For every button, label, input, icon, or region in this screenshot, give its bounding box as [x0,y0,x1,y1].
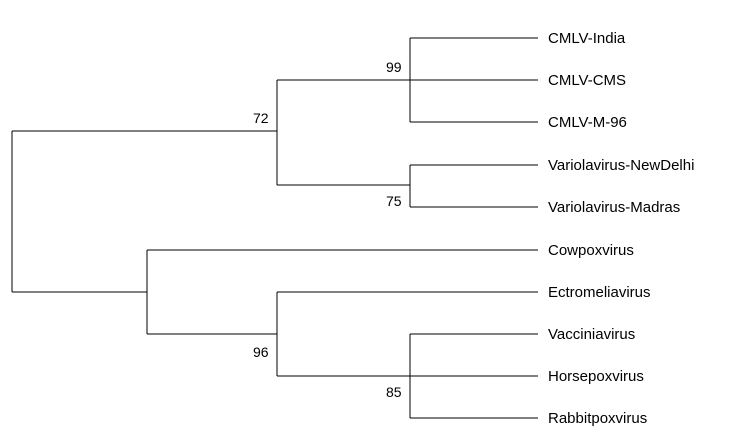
taxon-label-rabbitpox: Rabbitpoxvirus [548,410,647,427]
taxon-label-ectromelia: Ectromeliavirus [548,284,651,301]
support-value-vaccinia-clade: 85 [386,384,402,400]
support-value-camelpox-variola-clade: 72 [253,110,269,126]
taxon-label-variola-newdelhi: Variolavirus-NewDelhi [548,157,694,174]
taxon-label-variola-madras: Variolavirus-Madras [548,199,680,216]
support-value-cmlv-clade: 99 [386,59,402,75]
taxon-labels: CMLV-India CMLV-CMS CMLV-M-96 Variolavir… [548,30,694,427]
tree-branches [11,37,538,419]
taxon-label-cmlv-india: CMLV-India [548,30,626,47]
support-value-ectromelia-vaccinia-clade: 96 [253,344,269,360]
taxon-label-cowpox: Cowpoxvirus [548,242,634,259]
taxon-label-horsepox: Horsepoxvirus [548,368,644,385]
support-value-variola-clade: 75 [386,193,402,209]
bootstrap-support-labels: 99 72 75 96 85 [253,59,402,400]
taxon-label-cmlv-cms: CMLV-CMS [548,72,626,89]
taxon-label-cmlv-m96: CMLV-M-96 [548,114,627,131]
taxon-label-vaccinia: Vacciniavirus [548,326,635,343]
